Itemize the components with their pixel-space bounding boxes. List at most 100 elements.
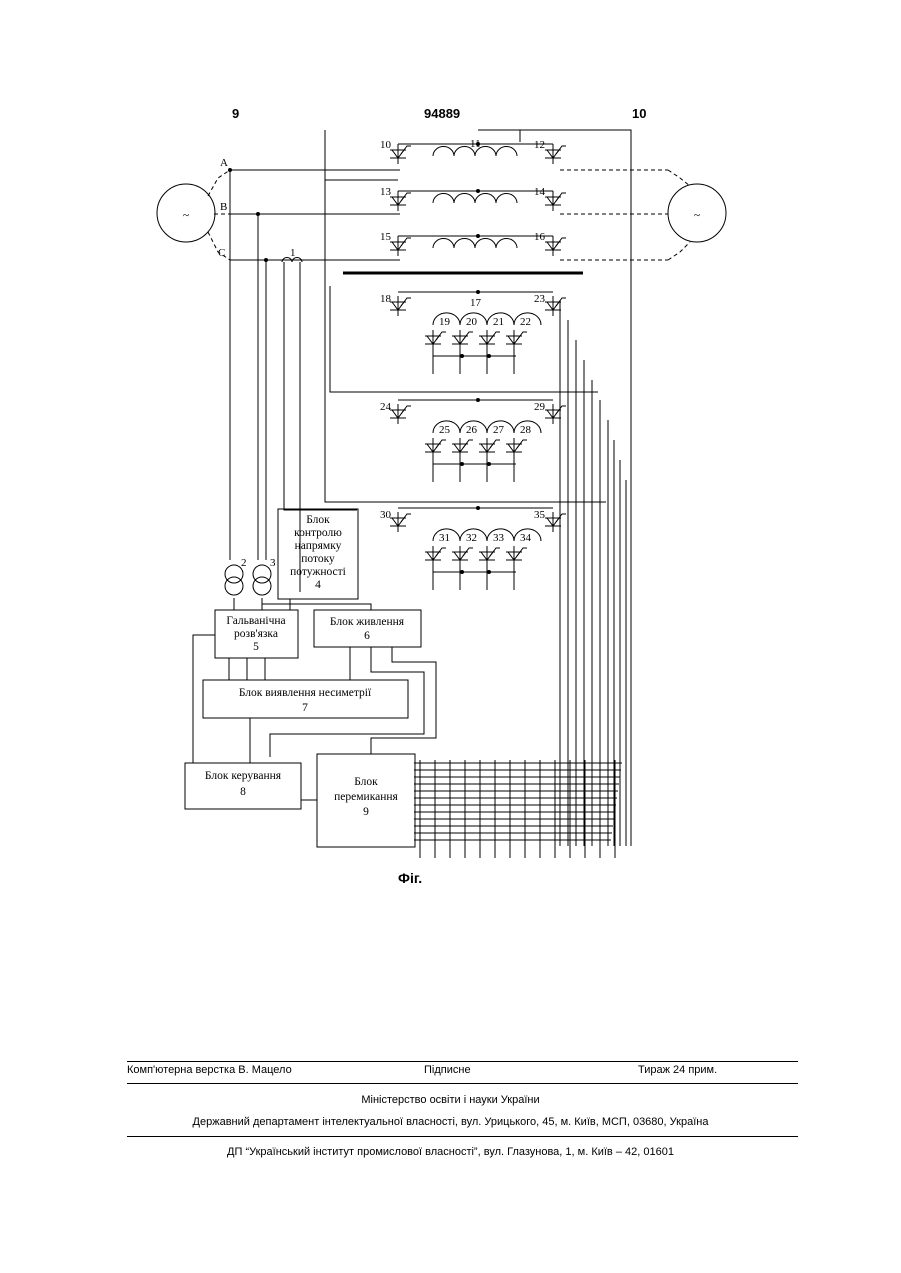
label-25: 25: [439, 424, 451, 436]
label-20: 20: [466, 316, 478, 328]
arrow-link: [371, 647, 436, 754]
phase-label-b: B: [220, 201, 227, 213]
label-12: 12: [534, 139, 545, 151]
label-31: 31: [439, 532, 450, 544]
junction-dot: [476, 398, 480, 402]
block-9-text: 9: [363, 806, 369, 818]
transformer-2-icon: [225, 577, 243, 595]
footer-department: Державний департамент інтелектуальної вл…: [0, 1116, 901, 1128]
label-13: 13: [380, 186, 392, 198]
junction-dot: [487, 354, 491, 358]
thyristor-12-icon: [545, 144, 566, 164]
label-21: 21: [493, 316, 504, 328]
label-23: 23: [534, 293, 546, 305]
junction-dot: [476, 290, 480, 294]
label-2: 2: [241, 557, 247, 569]
junction-dot: [460, 462, 464, 466]
footer-institute: ДП “Український інститут промислової вла…: [0, 1146, 901, 1158]
thyristor-28-icon: [506, 438, 527, 458]
block-9-text: перемикання: [334, 791, 398, 803]
thyristor-13-icon: [390, 191, 411, 211]
label-10: 10: [380, 139, 392, 151]
footer-signed: Підписне: [424, 1064, 471, 1076]
footer-layout: Комп'ютерна верстка В. Мацело: [127, 1064, 292, 1076]
label-24: 24: [380, 401, 392, 413]
thyristor-10-icon: [390, 144, 411, 164]
junction-dot: [228, 168, 232, 172]
block-9-text: Блок: [354, 776, 378, 788]
thyristor-20-icon: [452, 330, 473, 350]
figure-labels: ~~ABC10121113141516182317192021222429252…: [183, 138, 700, 818]
thyristor-31-icon: [425, 546, 446, 566]
junction-dot: [476, 506, 480, 510]
junction-dot: [460, 570, 464, 574]
footer-ministry: Міністерство освіти і науки України: [0, 1094, 901, 1106]
thyristor-29-icon: [545, 404, 566, 424]
label-16: 16: [534, 231, 546, 243]
block-4-text: потужності: [290, 566, 346, 578]
arrow-link: [193, 635, 215, 763]
transformer-3-icon: [253, 565, 271, 583]
block-8-text: Блок керування: [205, 770, 282, 782]
block-8-text: 8: [240, 786, 246, 798]
block-4-text: напрямку: [295, 540, 342, 552]
phase-label-c: C: [218, 247, 225, 259]
link: [262, 604, 371, 610]
label-17: 17: [470, 297, 482, 309]
label-33: 33: [493, 532, 505, 544]
thyristor-24-icon: [390, 404, 411, 424]
junction-dot: [256, 212, 260, 216]
block-4-text: 4: [315, 579, 321, 591]
figure-caption: Фіг.: [398, 870, 422, 886]
thyristor-14-icon: [545, 191, 566, 211]
footer-circulation: Тираж 24 прим.: [638, 1064, 717, 1076]
thyristor-32-icon: [452, 546, 473, 566]
junction-dot: [264, 258, 268, 262]
label-3: 3: [270, 557, 276, 569]
junction-dot: [476, 189, 480, 193]
label-18: 18: [380, 293, 392, 305]
thyristor-15-icon: [390, 236, 411, 256]
generator-left-symbol: ~: [183, 210, 189, 222]
thyristor-16-icon: [545, 236, 566, 256]
label-19: 19: [439, 316, 451, 328]
block-6-text: 6: [364, 630, 370, 642]
junction-dot: [460, 354, 464, 358]
thyristor-33-icon: [479, 546, 500, 566]
footer-rule-3: [127, 1136, 798, 1137]
junction-dot: [487, 462, 491, 466]
thyristor-22-icon: [506, 330, 527, 350]
thyristor-27-icon: [479, 438, 500, 458]
transformer-3-icon: [253, 577, 271, 595]
phase-label-a: A: [220, 157, 228, 169]
junction-dot: [487, 570, 491, 574]
thyristor-34-icon: [506, 546, 527, 566]
phase-link: [668, 170, 690, 186]
thyristor-25-icon: [425, 438, 446, 458]
block-6-text: Блок живлення: [330, 616, 405, 628]
label-30: 30: [380, 509, 392, 521]
thyristor-26-icon: [452, 438, 473, 458]
label-29: 29: [534, 401, 546, 413]
thyristor-35-icon: [545, 512, 566, 532]
components: [157, 142, 726, 847]
block-4-text: контролю: [294, 527, 342, 539]
label-11: 11: [470, 138, 481, 150]
thyristor-23-icon: [545, 296, 566, 316]
phase-link: [668, 242, 690, 260]
phase-link: [208, 170, 230, 196]
junction-dot: [476, 234, 480, 238]
thyristor-19-icon: [425, 330, 446, 350]
label-26: 26: [466, 424, 478, 436]
reactor-icon: [433, 194, 517, 203]
footer-rule-2: [127, 1083, 798, 1084]
label-28: 28: [520, 424, 532, 436]
thyristor-21-icon: [479, 330, 500, 350]
block-5-text: Гальванічна: [226, 615, 285, 627]
block-4-text: потоку: [301, 553, 335, 565]
label-32: 32: [466, 532, 477, 544]
label-15: 15: [380, 231, 392, 243]
circuit-figure: ~~ABC10121113141516182317192021222429252…: [0, 0, 901, 860]
block-5-text: 5: [253, 641, 259, 653]
block-7-text: Блок виявлення несиметрії: [239, 687, 372, 699]
